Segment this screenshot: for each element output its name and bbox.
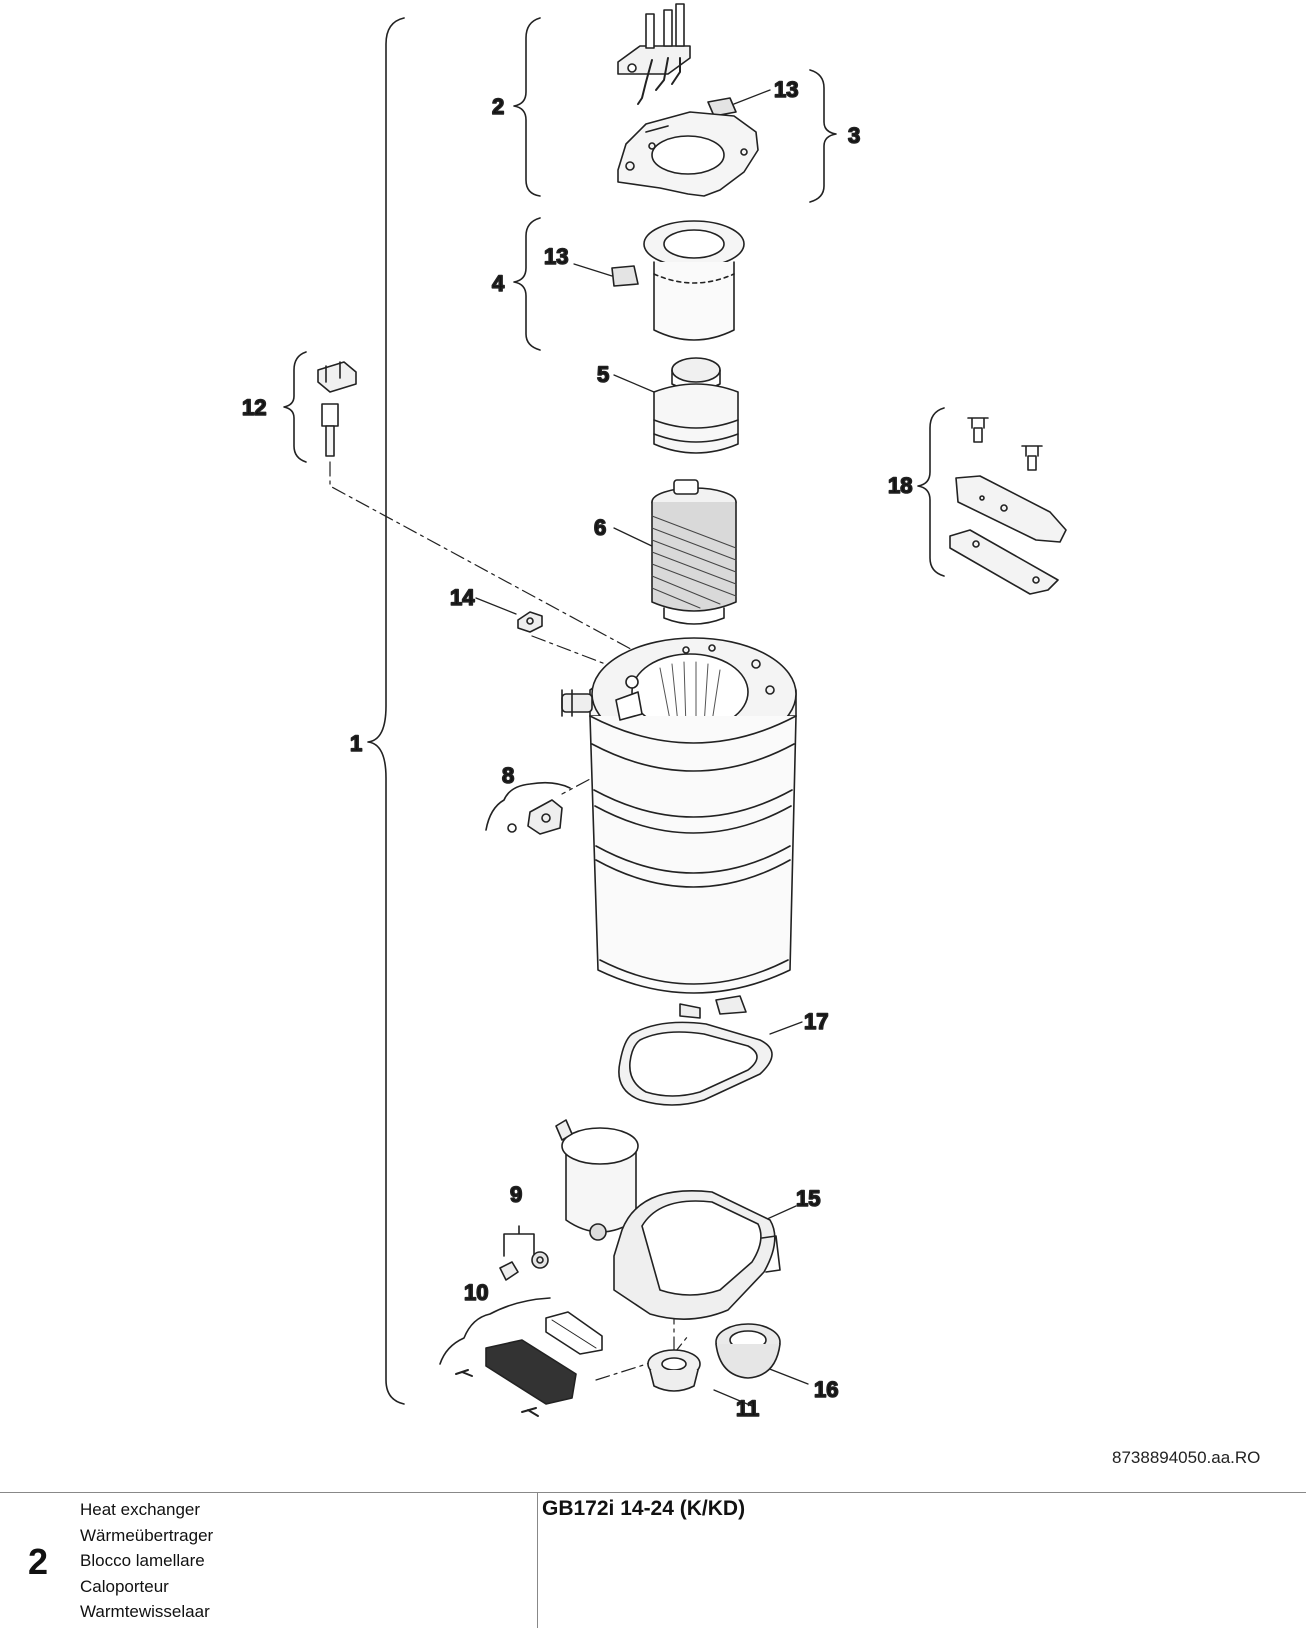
page-number: 2 [28, 1541, 49, 1582]
brace-9 [503, 1225, 535, 1257]
name-it: Blocco lamellare [80, 1551, 205, 1570]
insulation-plug-icon [653, 357, 739, 454]
brace-2 [513, 17, 541, 197]
callout-13-top: 13 [774, 77, 798, 102]
callout-17: 17 [804, 1009, 828, 1034]
seal-17-icon [618, 1021, 773, 1106]
flame-tube-icon [651, 479, 737, 625]
gasket-13-burner-icon [611, 265, 639, 287]
model-title: GB172i 14-24 (K/KD) [542, 1497, 746, 1520]
exploded-parts-diagram: 1 2 3 4 5 6 8 9 10 11 12 13 13 14 15 16 … [241, 3, 1067, 1422]
callout-18: 18 [888, 473, 912, 498]
name-nl: Warmtewisselaar [80, 1602, 210, 1621]
nipple-set-9-icon [499, 1251, 549, 1281]
callout-15: 15 [796, 1186, 820, 1211]
drawing-reference-number: 8738894050.aa.RO [1112, 1448, 1261, 1467]
brace-8 [485, 781, 571, 831]
heat-exchanger-body-icon [561, 637, 797, 1019]
callout-9: 9 [510, 1182, 522, 1207]
callout-8: 8 [502, 763, 514, 788]
burner-tube-icon [643, 220, 745, 341]
callout-5: 5 [597, 362, 609, 387]
cover-plate-10-icon [455, 1311, 603, 1417]
name-en: Heat exchanger [80, 1500, 201, 1519]
siphon-connection-11-icon [647, 1349, 701, 1392]
nut-14-icon [517, 611, 543, 633]
brace-4 [513, 217, 541, 351]
name-fr: Caloporteur [80, 1576, 169, 1596]
burner-plate-icon [617, 111, 759, 197]
gasket-13-top-icon [707, 97, 737, 117]
callout-12: 12 [242, 395, 266, 420]
footer-divider [537, 1493, 538, 1628]
name-de: Wärmeübertrager [80, 1525, 214, 1545]
electrode-set-icon [617, 3, 691, 105]
callout-13-burner: 13 [544, 244, 568, 269]
callout-6: 6 [594, 515, 606, 540]
callout-16: 16 [814, 1377, 838, 1402]
callout-11: 11 [736, 1396, 759, 1421]
callout-14: 14 [450, 585, 475, 610]
page-footer: 2 Heat exchanger Wärmeübertrager Blocco … [0, 1492, 1306, 1628]
brace-10 [439, 1297, 551, 1365]
brace-18 [917, 407, 945, 577]
brace-12 [283, 351, 307, 463]
brace-1 [367, 17, 405, 1405]
callout-2: 2 [492, 94, 504, 119]
callout-1: 1 [350, 731, 362, 756]
bracket-18-icon [949, 417, 1067, 595]
temperature-sensor-12-icon [317, 361, 357, 457]
callout-3: 3 [848, 123, 860, 148]
callout-10: 10 [464, 1280, 488, 1305]
grommet-16-icon [715, 1323, 781, 1379]
sensor-8-icon [507, 799, 563, 835]
condensate-tray-15-icon [555, 1119, 781, 1320]
callout-4: 4 [492, 271, 505, 296]
brace-3 [809, 69, 837, 203]
part-group-names: Heat exchanger Wärmeübertrager Blocco la… [80, 1497, 213, 1625]
